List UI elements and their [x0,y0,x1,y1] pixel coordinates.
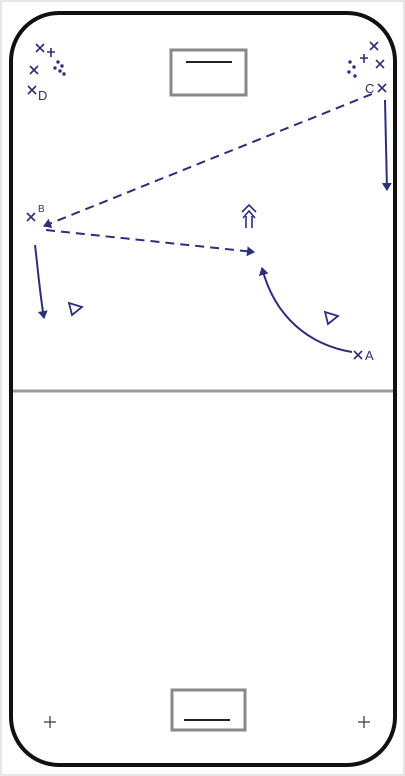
player-cluster-top-left [27,43,66,95]
label-a: A [365,348,374,363]
player-cluster-top-right [347,41,387,93]
skate-path-a [258,267,353,353]
player-b [26,212,36,222]
plus-mark-icon-left [44,716,56,728]
shooter-icon [241,203,257,228]
label-b: B [38,204,45,215]
bottom-goal [170,688,247,732]
top-goal [169,48,248,97]
cone-icon-right [323,310,340,326]
label-c: C [365,81,374,96]
plus-mark-icon-right [358,716,370,728]
rink-border [9,11,397,767]
skate-path-b [34,244,48,319]
player-a [353,350,363,360]
pass-line-b-to-middle [45,229,255,257]
label-d: D [38,88,47,103]
skate-path-c [381,99,392,191]
cone-icon-left [67,301,84,317]
